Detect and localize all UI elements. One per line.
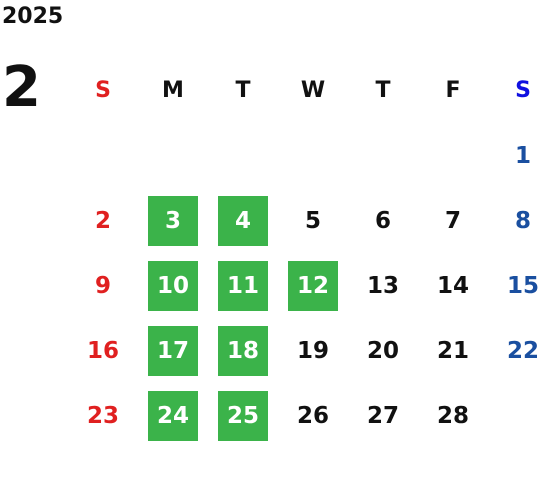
day-cell: 28 [418, 383, 488, 448]
day-cell [68, 123, 138, 188]
weekday-label: S [95, 78, 111, 103]
day-number: 26 [296, 402, 329, 429]
day-cell: 1 [488, 123, 548, 188]
day-number: 2 [94, 207, 111, 234]
day-number: 17 [156, 337, 189, 364]
day-cell: 16 [68, 318, 138, 383]
day-cell: 15 [488, 253, 548, 318]
day-cell [418, 123, 488, 188]
day-number: 19 [296, 337, 329, 364]
day-number: 9 [94, 272, 111, 299]
day-cell: 14 [418, 253, 488, 318]
day-number: 21 [436, 337, 469, 364]
day-cell-highlighted: 11 [208, 253, 278, 318]
day-cell-highlighted: 10 [138, 253, 208, 318]
day-number: 18 [226, 337, 259, 364]
calendar-year: 2025 [2, 4, 64, 29]
day-number: 1 [514, 142, 531, 169]
day-number: 6 [374, 207, 391, 234]
day-cell: 9 [68, 253, 138, 318]
weekday-label: F [445, 78, 461, 103]
day-cell: 13 [348, 253, 418, 318]
day-number: 23 [86, 402, 119, 429]
weekday-header-thu: T [348, 58, 418, 123]
day-number: 25 [226, 402, 259, 429]
day-cell: 21 [418, 318, 488, 383]
calendar-month: 2 [2, 55, 41, 120]
day-number: 8 [514, 207, 531, 234]
weekday-header-mon: M [138, 58, 208, 123]
day-number: 16 [86, 337, 119, 364]
day-cell-highlighted: 4 [208, 188, 278, 253]
day-cell-highlighted: 25 [208, 383, 278, 448]
day-number: 11 [226, 272, 259, 299]
day-cell: 6 [348, 188, 418, 253]
day-number: 28 [436, 402, 469, 429]
weekday-label: M [162, 78, 184, 103]
day-cell [138, 123, 208, 188]
weekday-label: W [300, 78, 326, 103]
day-number: 5 [304, 207, 321, 234]
day-cell [278, 123, 348, 188]
day-cell: 5 [278, 188, 348, 253]
day-cell-highlighted: 12 [278, 253, 348, 318]
day-cell: 27 [348, 383, 418, 448]
day-cell: 26 [278, 383, 348, 448]
day-number: 3 [164, 207, 181, 234]
day-cell-highlighted: 18 [208, 318, 278, 383]
day-number: 20 [366, 337, 399, 364]
weekday-label: T [375, 78, 391, 103]
day-cell-highlighted: 24 [138, 383, 208, 448]
day-cell [208, 123, 278, 188]
day-cell: 8 [488, 188, 548, 253]
weekday-header-fri: F [418, 58, 488, 123]
day-number: 12 [296, 272, 329, 299]
day-cell: 23 [68, 383, 138, 448]
day-number: 14 [436, 272, 469, 299]
day-cell: 22 [488, 318, 548, 383]
day-number: 22 [506, 337, 539, 364]
day-cell: 7 [418, 188, 488, 253]
day-cell [348, 123, 418, 188]
day-cell-highlighted: 17 [138, 318, 208, 383]
day-number: 24 [156, 402, 189, 429]
weekday-header-tue: T [208, 58, 278, 123]
day-number: 7 [444, 207, 461, 234]
weekday-header-wed: W [278, 58, 348, 123]
day-number: 15 [506, 272, 539, 299]
day-cell [488, 383, 548, 448]
day-cell-highlighted: 3 [138, 188, 208, 253]
day-cell: 19 [278, 318, 348, 383]
weekday-header-sun: S [68, 58, 138, 123]
weekday-label: S [515, 78, 531, 103]
day-number: 27 [366, 402, 399, 429]
day-number: 4 [234, 207, 251, 234]
day-number: 10 [156, 272, 189, 299]
weekday-header-sat: S [488, 58, 548, 123]
calendar-grid: S M T W T F S 1 2 3 4 5 6 7 8 9 10 11 12… [68, 58, 548, 448]
day-cell: 20 [348, 318, 418, 383]
day-number: 13 [366, 272, 399, 299]
day-cell: 2 [68, 188, 138, 253]
weekday-label: T [235, 78, 251, 103]
